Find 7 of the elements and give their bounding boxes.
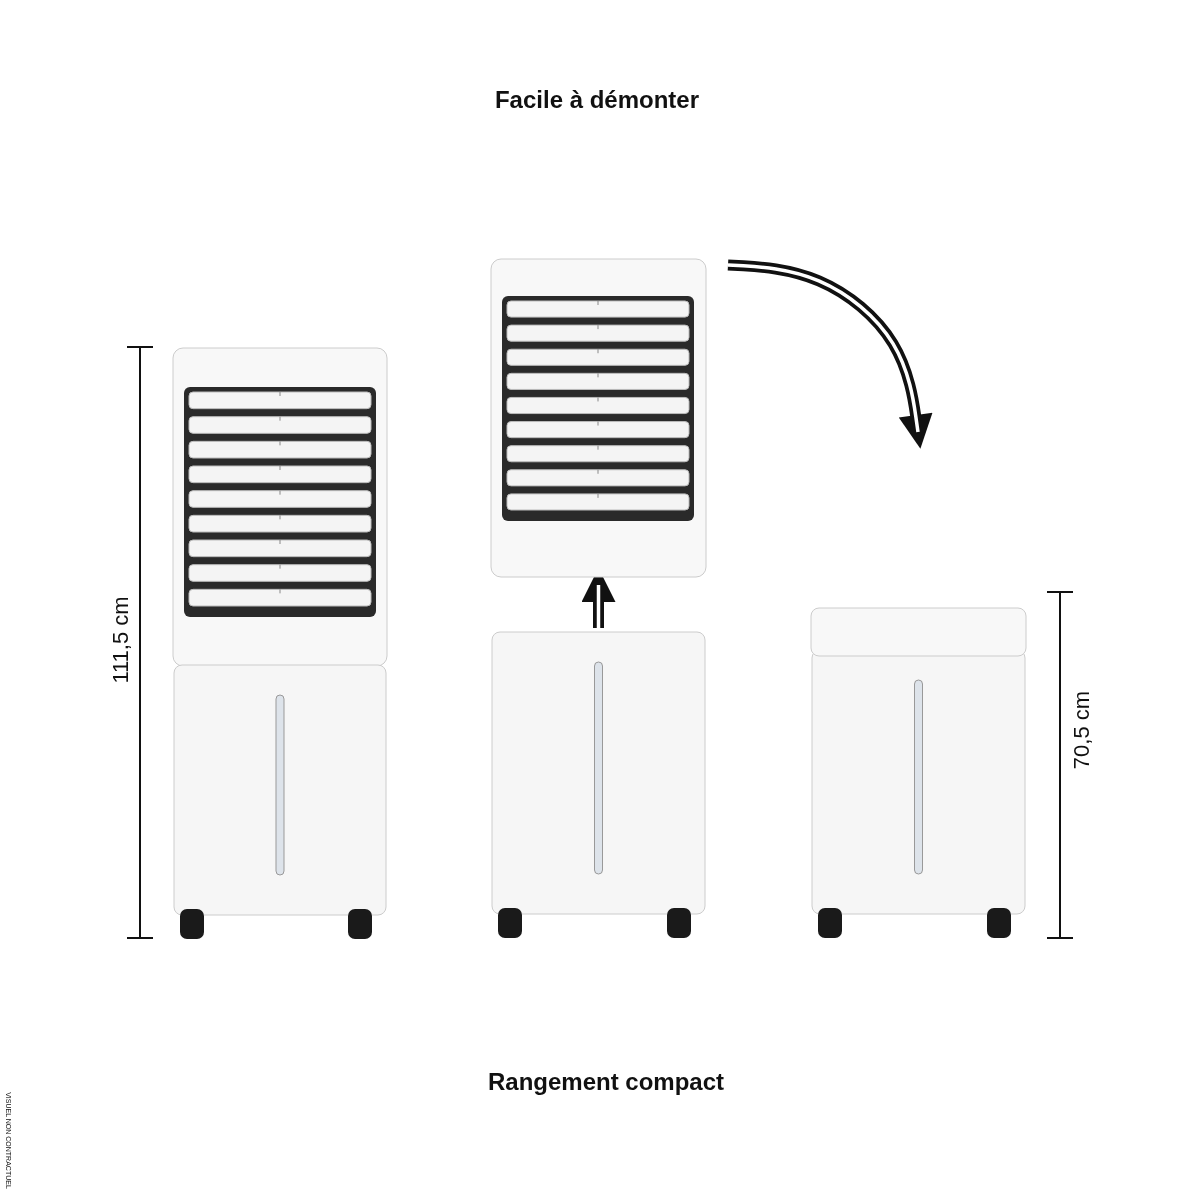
dimension-label: 70,5 cm	[1069, 690, 1096, 770]
caption: Rangement compact	[487, 1068, 725, 1096]
cooler-base-drawing	[490, 630, 707, 940]
title: Facile à démonter	[494, 86, 700, 114]
air-cooler-drawing	[172, 347, 388, 940]
cooler-top-unit-drawing	[490, 258, 707, 578]
dimension-label: 111,5 cm	[107, 596, 134, 684]
